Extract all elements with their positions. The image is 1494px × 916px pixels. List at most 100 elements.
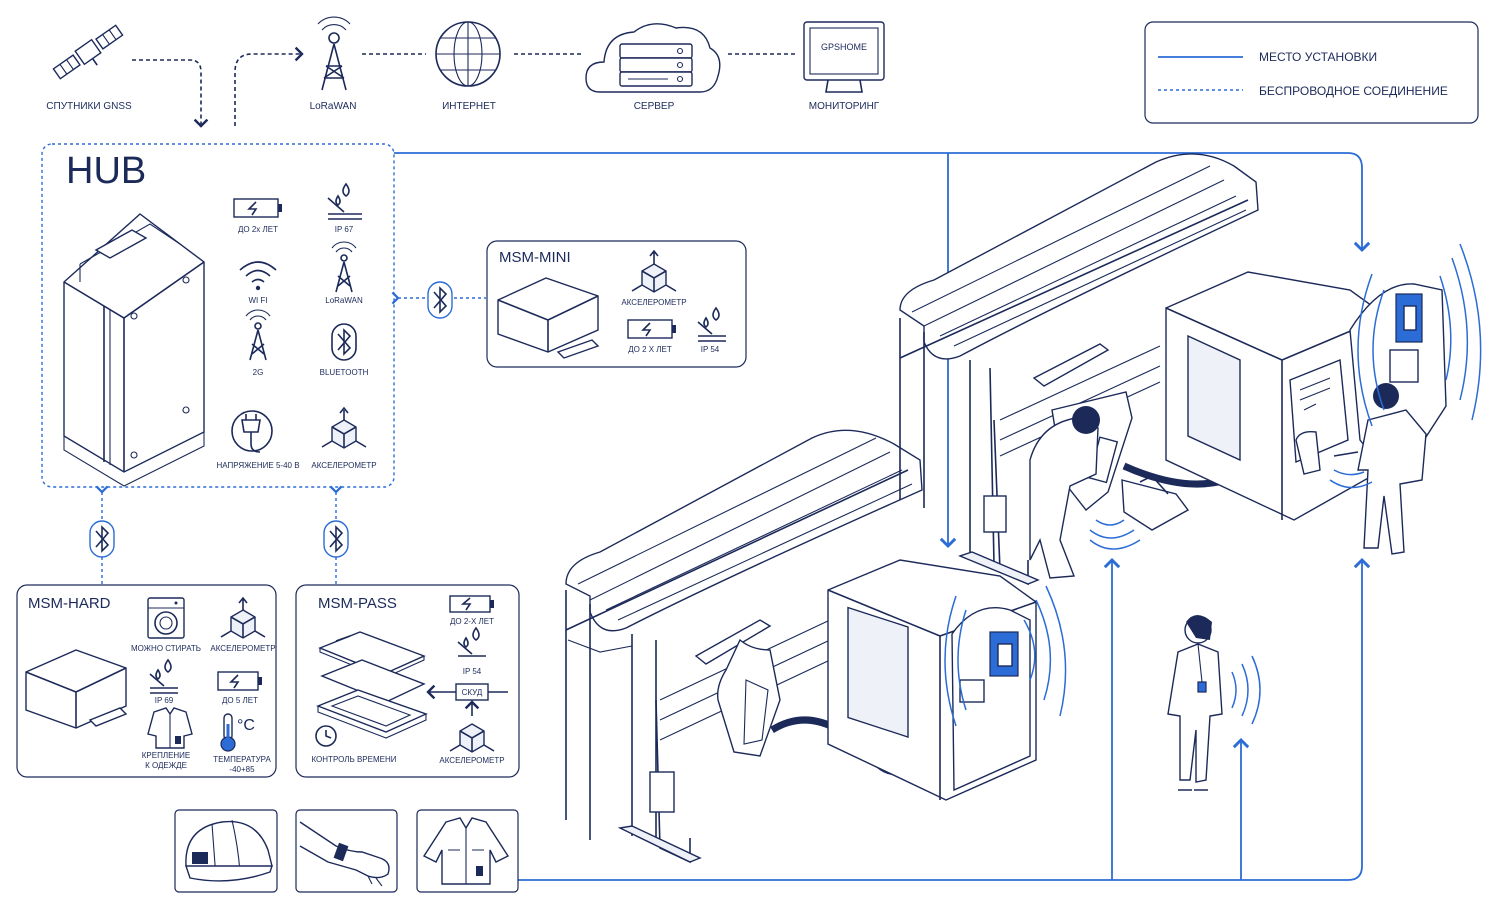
hard-temp-label-1: ТЕМПЕРАТУРА (213, 755, 271, 764)
msm-pass-panel: MSM-PASS ДО 2-Х ЛЕТ IP 54 (295, 584, 520, 778)
cloud-server-icon (585, 23, 721, 93)
cube-accel-icon (321, 406, 367, 449)
jacket-tile (416, 809, 519, 893)
globe-icon (435, 21, 501, 87)
pass-ip-feature: IP 54 (457, 626, 486, 676)
msm-hard-device-image (25, 649, 128, 729)
hard-mount-feature: КРЕПЛЕНИЕ К ОДЕЖДЕ (142, 707, 193, 770)
station-front-wave (944, 585, 1067, 727)
monitoring-node: GPSHOME МОНИТОРИНГ (803, 21, 885, 112)
hub-wifi-label: WI FI (248, 296, 267, 305)
bluetooth-icon (95, 525, 110, 553)
pass-accel-feature: АКСЕЛЕРОМЕТР (439, 723, 505, 765)
wifi-icon (239, 261, 277, 291)
hard-accel-label: АКСЕЛЕРОМЕТР (210, 644, 275, 653)
ip-drop-icon (327, 182, 362, 220)
pass-skud-label: СКУД (462, 688, 483, 697)
station-back (899, 153, 1482, 586)
station-front (565, 429, 1067, 864)
hard-washable-feature: МОЖНО СТИРАТЬ (131, 597, 201, 653)
tower-icon (245, 309, 271, 361)
hub-ip-label: IP 67 (335, 225, 354, 234)
hard-temp-feature: °C ТЕМПЕРАТУРА -40+85 (213, 713, 271, 774)
standing-person-figure (1167, 615, 1261, 791)
jacket-icon (147, 707, 193, 749)
hub-bluetooth-feature: BLUETOOTH (320, 323, 369, 377)
mini-bluetooth-badge (427, 281, 453, 319)
helmet-icon (185, 819, 273, 882)
station-back-wave (1357, 243, 1482, 427)
hub-battery-label: ДО 2х ЛЕТ (238, 225, 278, 234)
hub-accel-feature: АКСЕЛЕРОМЕТР (311, 406, 377, 470)
monitoring-label: МОНИТОРИНГ (809, 101, 880, 112)
mini-ip-label: IP 54 (701, 345, 720, 354)
msm-mini-title: MSM-MINI (499, 249, 571, 266)
battery-icon (627, 319, 676, 339)
hard-washable-label: МОЖНО СТИРАТЬ (131, 644, 201, 653)
pass-skud-feature: СКУД (426, 683, 508, 716)
battery-icon (217, 671, 262, 691)
hub-wifi-feature: WI FI (239, 261, 277, 305)
mini-battery-label: ДО 2 Х ЛЕТ (628, 345, 672, 354)
msm-pass-device-image (316, 631, 428, 739)
msm-pass-title: MSM-PASS (318, 595, 397, 612)
worker-right-figure (1329, 383, 1427, 555)
lorawan-tower-icon (317, 16, 351, 91)
jacket-icon (422, 817, 510, 885)
hub-to-lorawan-link (234, 46, 304, 126)
msm-mini-panel: MSM-MINI АКСЕЛЕРОМЕТР ДО 2 Х ЛЕТ (486, 240, 747, 368)
ip-drop-icon (149, 658, 178, 694)
hard-bluetooth-badge (89, 520, 115, 558)
monitor-screen-text: GPSHOME (821, 42, 867, 52)
mini-accel-feature: АКСЕЛЕРОМЕТР (621, 249, 687, 307)
pass-time-label: КОНТРОЛЬ ВРЕМЕНИ (311, 755, 396, 764)
server-label: СЕРВЕР (634, 101, 675, 112)
pass-bluetooth-badge (323, 520, 349, 558)
temp-symbol: °C (237, 717, 255, 734)
thermometer-icon: °C (220, 713, 255, 752)
mini-ip-feature: IP 54 (697, 306, 726, 354)
hard-battery-feature: ДО 5 ЛЕТ (217, 671, 262, 705)
msm-hard-panel: MSM-HARD МОЖНО СТИРАТЬ АКСЕЛЕРОМЕТР (16, 584, 277, 778)
wrist-icon (299, 821, 390, 887)
battery-icon (449, 595, 494, 613)
hard-mount-label-1: КРЕПЛЕНИЕ (142, 751, 191, 760)
hub-voltage-feature: НАПРЯЖЕНИЕ 5-40 В (216, 410, 300, 470)
pass-accel-label: АКСЕЛЕРОМЕТР (439, 756, 504, 765)
cube-accel-icon (631, 249, 677, 293)
server-node: СЕРВЕР (585, 23, 721, 112)
legend-installation-label: МЕСТО УСТАНОВКИ (1259, 50, 1377, 64)
wrist-tile (295, 809, 398, 893)
worker-left-figure (1029, 391, 1274, 579)
hard-battery-label: ДО 5 ЛЕТ (222, 696, 258, 705)
gnss-label: СПУТНИКИ GNSS (46, 101, 132, 112)
tower-icon (331, 241, 357, 293)
pass-battery-label: ДО 2-Х ЛЕТ (450, 617, 494, 626)
bluetooth-icon (329, 525, 344, 553)
legend: МЕСТО УСТАНОВКИ БЕСПРОВОДНОЕ СОЕДИНЕНИЕ (1144, 21, 1479, 124)
hub-gsm-label: 2G (253, 368, 264, 377)
bluetooth-icon (433, 286, 448, 314)
hub-gsm-feature: 2G (245, 309, 271, 377)
hard-mount-label-2: К ОДЕЖДЕ (145, 761, 187, 770)
pass-time-feature: КОНТРОЛЬ ВРЕМЕНИ (311, 725, 397, 764)
satellite-icon (52, 24, 124, 80)
legend-wireless-label: БЕСПРОВОДНОЕ СОЕДИНЕНИЕ (1259, 84, 1448, 98)
lorawan-label: LoRaWAN (310, 101, 357, 112)
msm-hard-title: MSM-HARD (28, 595, 111, 612)
hub-panel: HUB ДО 2х ЛЕТ (41, 143, 395, 488)
monitor-icon: GPSHOME (803, 21, 885, 93)
hub-lorawan-feature: LoRaWAN (325, 241, 363, 305)
hard-ip-feature: IP 69 (149, 658, 178, 705)
mini-accel-label: АКСЕЛЕРОМЕТР (621, 298, 686, 307)
hub-ip-feature: IP 67 (327, 182, 362, 234)
hub-device-image (63, 213, 205, 487)
ip-drop-icon (697, 306, 726, 342)
installation-links (394, 152, 1371, 881)
mini-battery-feature: ДО 2 Х ЛЕТ (627, 319, 676, 354)
lorawan-node: LoRaWAN (310, 16, 357, 112)
msm-mini-device-image (497, 277, 600, 359)
hub-battery-feature: ДО 2х ЛЕТ (233, 198, 282, 234)
hub-bluetooth-label: BLUETOOTH (320, 368, 369, 377)
